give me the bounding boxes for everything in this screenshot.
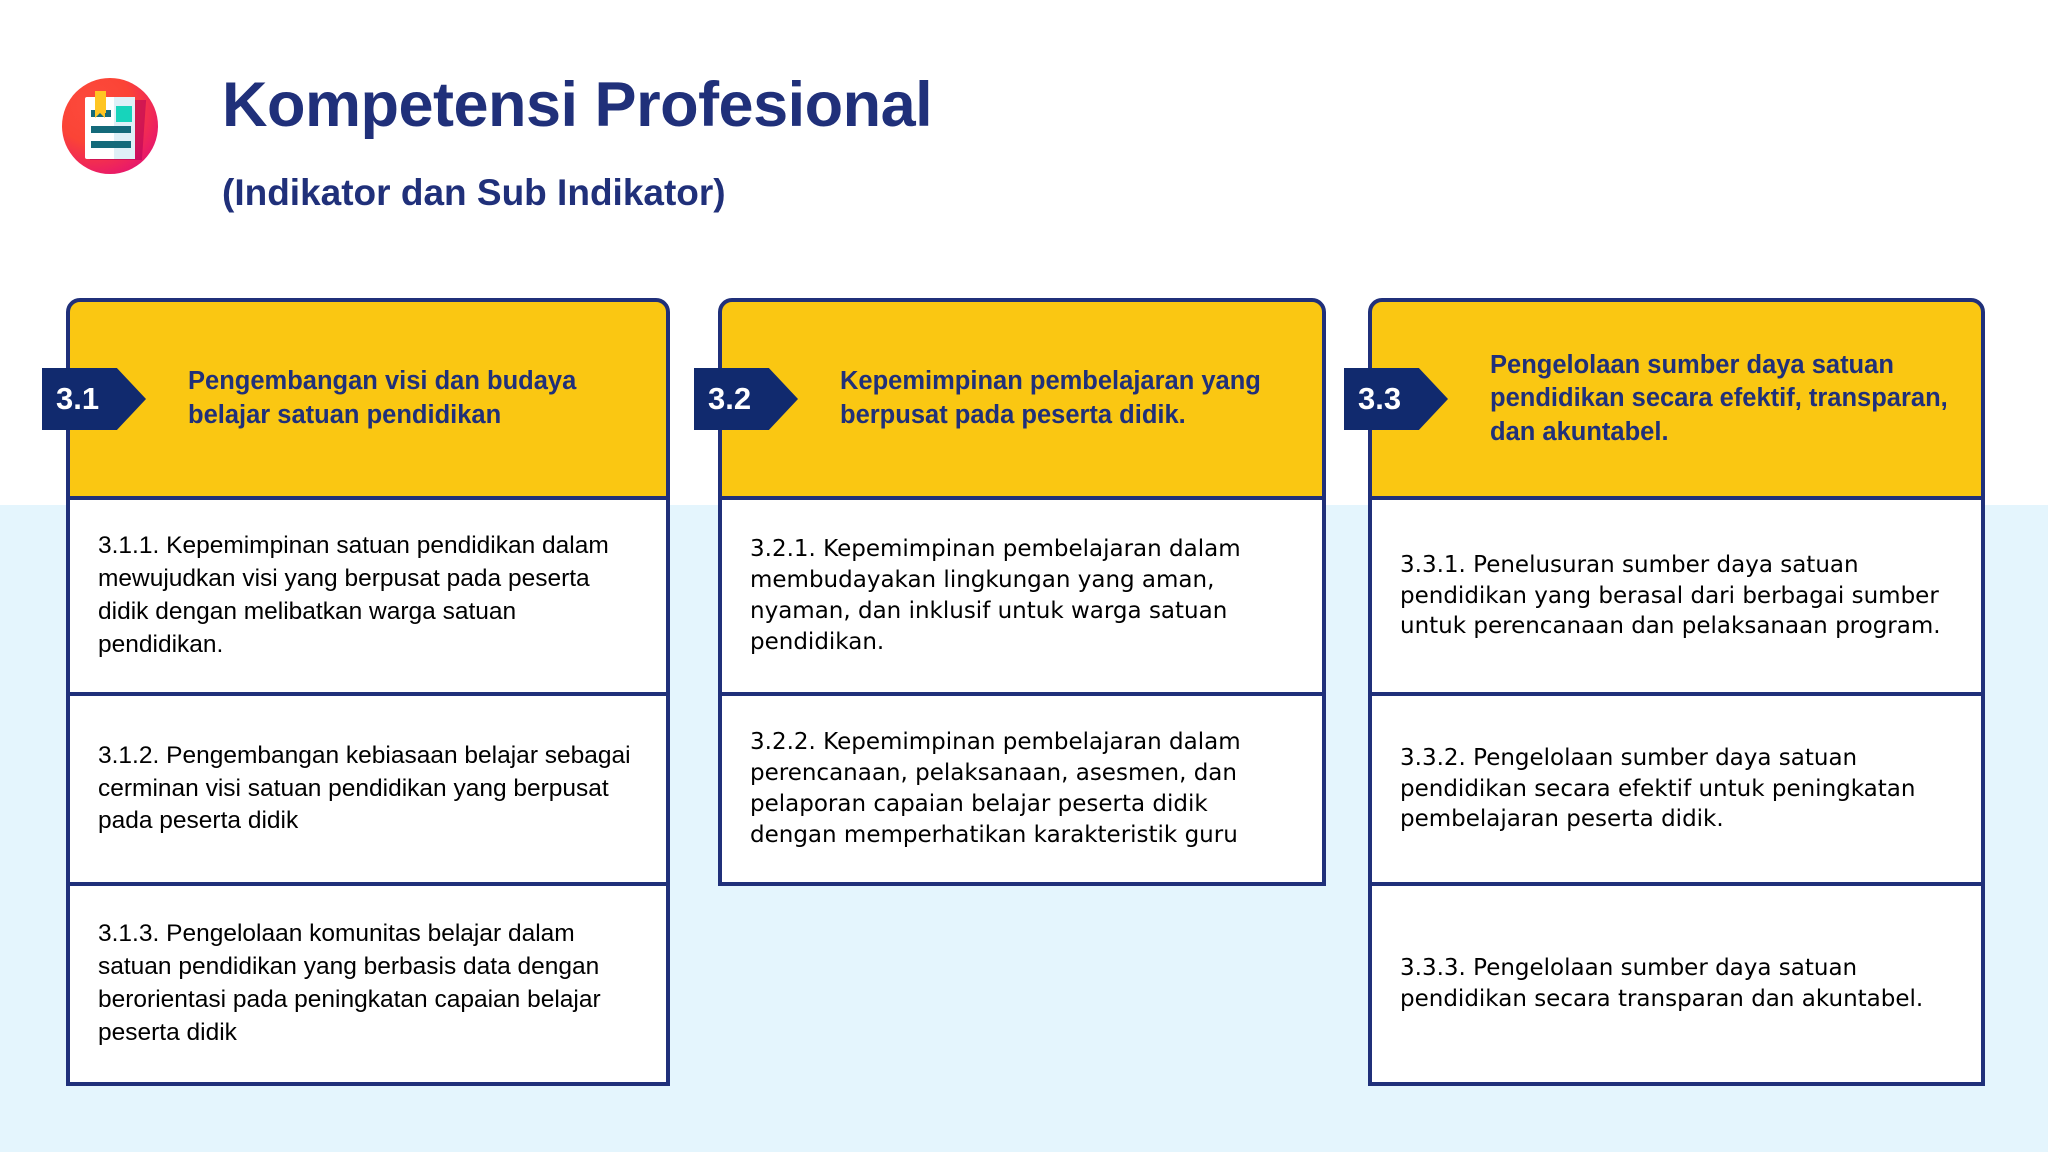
badge-3-3: 3.3	[1344, 368, 1448, 430]
document-thumbnail-block	[116, 106, 132, 122]
slide-header: Kompetensi Profesional (Indikator dan Su…	[0, 0, 2048, 260]
column-heading-3-1: Pengembangan visi dan budaya belajar sat…	[188, 367, 577, 429]
sub-indicator-item: 3.2.1. Kepemimpinan pembelajaran dalam m…	[718, 500, 1326, 696]
sub-indicator-list-3-2: 3.2.1. Kepemimpinan pembelajaran dalam m…	[718, 500, 1326, 886]
indicator-column-3-2: 3.2 Kepemimpinan pembelajaran yang berpu…	[694, 298, 1326, 886]
indicator-column-3-3: 3.3 Pengelolaan sumber daya satuan pendi…	[1344, 298, 1985, 1086]
document-line-3	[91, 141, 131, 148]
page-title: Kompetensi Profesional	[222, 70, 933, 140]
sub-indicator-item: 3.3.3. Pengelolaan sumber daya satuan pe…	[1368, 886, 1985, 1086]
column-header-3-3: 3.3 Pengelolaan sumber daya satuan pendi…	[1344, 298, 1985, 500]
sub-indicator-list-3-1: 3.1.1. Kepemimpinan satuan pendidikan da…	[66, 500, 670, 1086]
indicator-column-3-1: 3.1 Pengembangan visi dan budaya belajar…	[42, 298, 670, 1086]
document-line-2	[91, 126, 131, 133]
page-subtitle: (Indikator dan Sub Indikator)	[222, 172, 726, 213]
column-heading-3-3: Pengelolaan sumber daya satuan pendidika…	[1490, 350, 1948, 446]
sub-indicator-item: 3.1.2. Pengembangan kebiasaan belajar se…	[66, 696, 670, 886]
column-header-3-2: 3.2 Kepemimpinan pembelajaran yang berpu…	[694, 298, 1326, 500]
column-heading-3-2: Kepemimpinan pembelajaran yang berpusat …	[840, 367, 1261, 429]
sub-indicator-item: 3.3.2. Pengelolaan sumber daya satuan pe…	[1368, 696, 1985, 886]
bookmark-icon	[95, 91, 106, 118]
sub-indicator-item: 3.3.1. Penelusuran sumber daya satuan pe…	[1368, 500, 1985, 696]
notebook-document-icon	[62, 78, 158, 174]
sub-indicator-item: 3.1.3. Pengelolaan komunitas belajar dal…	[66, 886, 670, 1086]
sub-indicator-list-3-3: 3.3.1. Penelusuran sumber daya satuan pe…	[1368, 500, 1985, 1086]
sub-indicator-item: 3.2.2. Kepemimpinan pembelajaran dalam p…	[718, 696, 1326, 886]
badge-3-2: 3.2	[694, 368, 798, 430]
sub-indicator-item: 3.1.1. Kepemimpinan satuan pendidikan da…	[66, 500, 670, 696]
badge-3-1: 3.1	[42, 368, 146, 430]
column-header-3-1: 3.1 Pengembangan visi dan budaya belajar…	[42, 298, 670, 500]
